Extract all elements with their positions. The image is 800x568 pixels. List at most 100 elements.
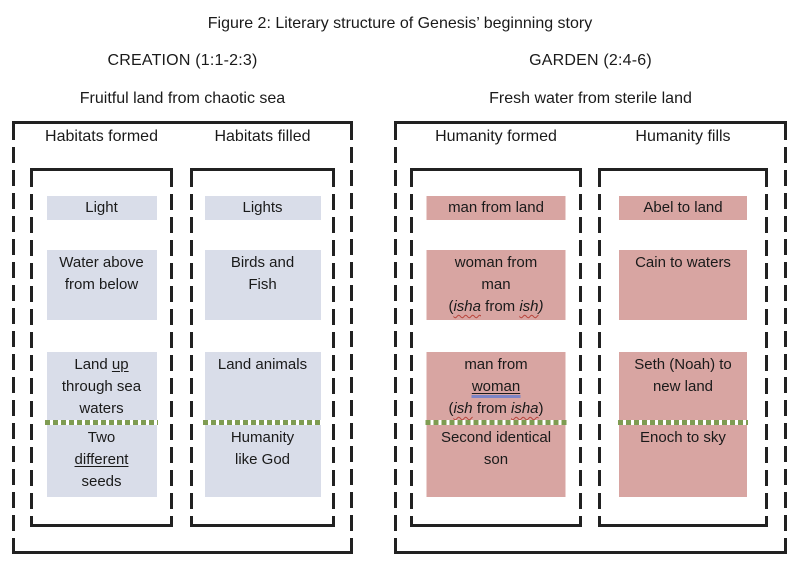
cell-text: through sea	[61, 378, 142, 395]
cell-line: Water above	[47, 252, 157, 274]
cell-part: Water above from below	[47, 250, 157, 296]
cell-box: Cain to waters	[619, 250, 747, 320]
panel-header-garden: GARDEN (2:4-6)	[529, 52, 652, 69]
column-header-humanity-formed: Humanity formed	[435, 128, 557, 145]
cell-text: son	[483, 451, 509, 468]
cell-part: Second identical son	[427, 425, 566, 497]
cell-text: woman	[471, 378, 521, 398]
cell-text: )	[538, 400, 544, 417]
cell-text: Fish	[248, 276, 277, 293]
cell-line: Land up	[47, 354, 157, 376]
cell-text: (	[448, 298, 454, 315]
cell-box: Water above from below	[46, 250, 157, 320]
panel-subtitle-creation: Fruitful land from chaotic sea	[79, 90, 286, 107]
cell-text: Land animals	[217, 356, 308, 373]
cell-text: Abel to land	[643, 199, 723, 216]
cell-text: man from land	[448, 199, 544, 216]
cell-text: from	[481, 298, 520, 315]
cell-text: from below	[64, 276, 139, 293]
cell-line: man from land	[427, 196, 566, 220]
cell-part: Lights	[205, 196, 321, 220]
cell-text: different	[74, 451, 129, 468]
cell-line: Cain to waters	[619, 252, 747, 274]
cell-line: through sea	[47, 376, 157, 398]
cell-text: Two	[87, 429, 116, 446]
cell-text: like God	[234, 451, 291, 468]
cell-line: Light	[47, 196, 157, 220]
cell-text: isha	[511, 400, 539, 417]
garden-outer-box	[394, 121, 787, 554]
cell-text: seeds	[81, 473, 122, 490]
cell-line: from below	[47, 274, 157, 296]
cell-line: Abel to land	[619, 196, 747, 220]
cell-text: ish	[453, 400, 473, 417]
cell-box: woman from man (isha from ish)	[426, 250, 566, 320]
cell-line: seeds	[47, 471, 157, 493]
cell-line: Humanity	[205, 427, 321, 449]
cell-line: Enoch to sky	[619, 427, 747, 449]
cell-text: isha	[453, 298, 481, 315]
cell-line: woman from	[427, 252, 566, 274]
column-header-habitats-filled: Habitats filled	[214, 128, 311, 145]
column-header-habitats-formed: Habitats formed	[45, 128, 158, 145]
cell-line: Lights	[205, 196, 321, 220]
cell-text: Birds and	[230, 254, 295, 271]
cell-box: Light	[46, 196, 157, 220]
cell-line: son	[427, 449, 566, 471]
cell-part: Abel to land	[619, 196, 747, 220]
creation-outer-box	[12, 121, 353, 554]
cell-line: (ish from isha)	[427, 398, 566, 420]
cell-line: woman	[427, 376, 566, 398]
cell-text: Land	[74, 356, 112, 373]
cell-text: Second identical	[440, 429, 552, 446]
cell-text: new land	[652, 378, 714, 395]
cell-line: Land animals	[205, 354, 321, 376]
cell-box: man from land	[426, 196, 566, 220]
cell-box: Lights	[204, 196, 321, 220]
cell-line: waters	[47, 398, 157, 420]
cell-text: from	[472, 400, 511, 417]
cell-line: Birds and	[205, 252, 321, 274]
cell-text: (	[448, 400, 454, 417]
figure-title: Figure 2: Literary structure of Genesis’…	[207, 15, 593, 32]
cell-text: waters	[79, 400, 124, 417]
cell-part: Enoch to sky	[619, 425, 747, 497]
cell-part: Seth (Noah) to new land	[619, 352, 747, 420]
cell-text: ish	[519, 298, 539, 315]
green-dotted-divider	[617, 420, 749, 425]
column-header-humanity-fills: Humanity fills	[635, 128, 731, 145]
cell-text: up	[111, 356, 129, 373]
cell-text: Seth (Noah) to	[634, 356, 732, 373]
green-dotted-divider	[425, 420, 567, 425]
cell-text: woman from	[454, 254, 538, 271]
cell-line: man from	[427, 354, 566, 376]
cell-text: Humanity	[230, 429, 295, 446]
cell-line: different	[47, 449, 157, 471]
cell-text: )	[538, 298, 544, 315]
cell-line: new land	[619, 376, 747, 398]
cell-part: Land up through sea waters	[47, 352, 157, 420]
green-dotted-divider	[203, 420, 322, 425]
cell-part: Humanity like God	[205, 425, 321, 497]
green-dotted-divider	[45, 420, 158, 425]
cell-text: Enoch to sky	[640, 429, 726, 446]
cell-text: Lights	[242, 199, 283, 216]
cell-part: Light	[47, 196, 157, 220]
cell-text: man from	[464, 356, 528, 373]
cell-box: Abel to land	[619, 196, 747, 220]
cell-line: Two	[47, 427, 157, 449]
cell-text: man	[481, 276, 511, 293]
panel-header-creation: CREATION (1:1-2:3)	[107, 52, 258, 69]
cell-line: like God	[205, 449, 321, 471]
cell-text: Water above	[59, 254, 144, 271]
cell-text: Cain to waters	[635, 254, 731, 271]
